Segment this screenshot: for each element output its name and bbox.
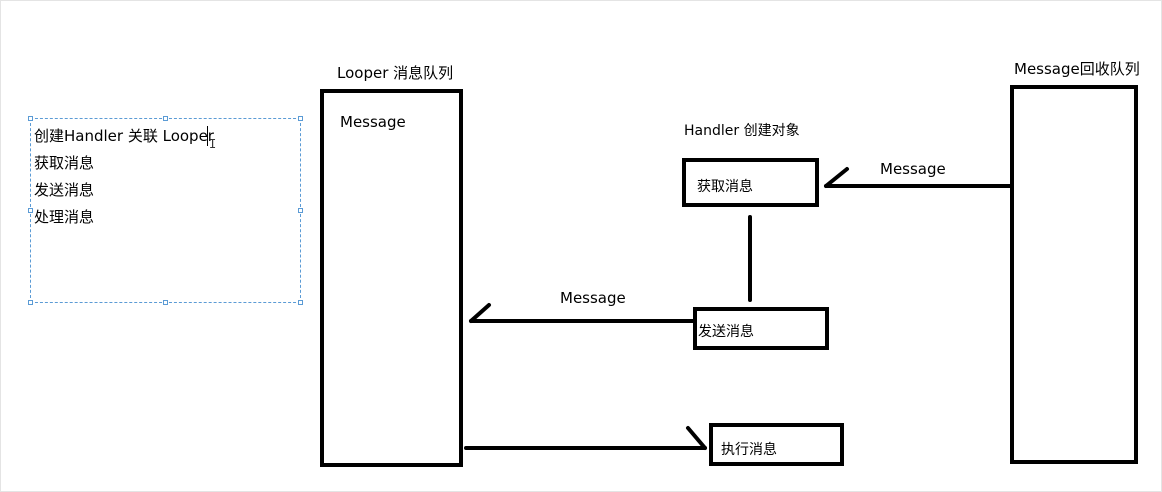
resize-handle-bottom-right[interactable]: [298, 300, 303, 305]
arrow-looper-to-execute: [464, 426, 707, 450]
edge-label-recycle-to-get: Message: [880, 160, 946, 178]
text-caret: [207, 126, 208, 146]
resize-handle-bottom-left[interactable]: [28, 300, 33, 305]
handler-title: Handler 创建对象: [684, 123, 800, 139]
execute-message-box[interactable]: 执行消息: [709, 423, 844, 466]
recycle-queue-box[interactable]: [1010, 85, 1138, 464]
send-message-label: 发送消息: [698, 324, 754, 340]
text-frame-line-handle-message: 处理消息: [34, 208, 95, 226]
ibeam-cursor-icon: I: [209, 137, 217, 151]
send-message-box[interactable]: 发送消息: [693, 307, 829, 350]
text-frame-line-create-handler: 创建Handler 关联 Looper: [34, 127, 214, 145]
looper-queue-title: Looper 消息队列: [337, 64, 454, 82]
resize-handle-middle-right[interactable]: [298, 208, 303, 213]
recycle-queue-title: Message回收队列: [1014, 60, 1140, 78]
resize-handle-top-right[interactable]: [298, 116, 303, 121]
text-frame-line-get-message: 获取消息: [34, 154, 95, 172]
arrow-recycle-to-get: [824, 167, 1012, 188]
text-frame-line-send-message: 发送消息: [34, 181, 95, 199]
resize-handle-bottom-center[interactable]: [163, 300, 168, 305]
resize-handle-top-center[interactable]: [163, 116, 168, 121]
looper-queue-message-label: Message: [340, 113, 406, 131]
execute-message-label: 执行消息: [721, 442, 777, 458]
get-message-box[interactable]: 获取消息: [682, 158, 819, 207]
get-message-label: 获取消息: [697, 179, 753, 195]
resize-handle-middle-left[interactable]: [28, 208, 33, 213]
resize-handle-top-left[interactable]: [28, 116, 33, 121]
looper-queue-box[interactable]: Message: [320, 89, 463, 467]
edge-label-send-to-looper: Message: [560, 289, 626, 307]
arrow-send-to-looper: [469, 303, 695, 323]
